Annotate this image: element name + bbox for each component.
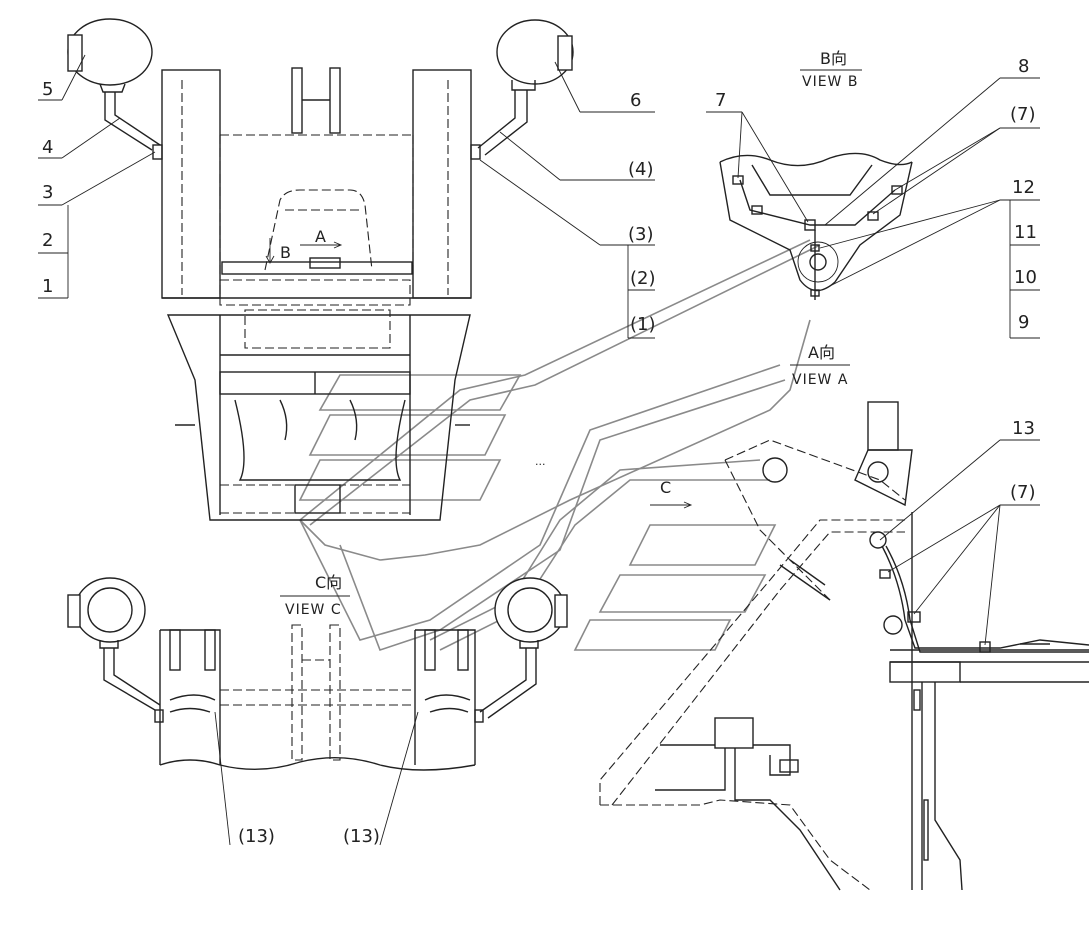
callout-2: 2 [42, 230, 53, 251]
callout-9: 9 [1018, 312, 1029, 333]
callout-7-paren-a: (7) [1010, 482, 1036, 503]
view-c-title-en: VIEW C [285, 602, 342, 618]
arrow-b-label: B [280, 243, 291, 262]
callout-6: 6 [630, 90, 641, 111]
callout-1-paren: (1) [630, 314, 656, 335]
left-callouts: 5 4 3 2 1 [38, 54, 156, 299]
right-callouts: 6 (4) (3) (2) (1) [479, 61, 656, 339]
callout-7-paren-b: (7) [1010, 104, 1036, 125]
view-b-title-en: VIEW B [802, 74, 858, 90]
callout-13-paren-left: (13) [238, 826, 275, 847]
view-b-callouts: 7 8 (7) 12 11 10 9 [706, 56, 1040, 339]
callout-3-paren: (3) [628, 224, 654, 245]
view-b-title-cn: B向 [820, 49, 847, 68]
arrow-a-label: A [315, 227, 326, 246]
right-work-lamp [470, 19, 574, 160]
view-b-detail [719, 152, 913, 300]
arrow-c-label: C [660, 478, 671, 497]
left-work-lamp [67, 18, 163, 160]
callout-13: 13 [1012, 418, 1035, 439]
view-c-title-cn: C向 [315, 573, 342, 592]
view-a-title-en: VIEW A [792, 372, 848, 388]
callout-10: 10 [1014, 267, 1037, 288]
gray-connection-bands [298, 239, 821, 652]
callout-8: 8 [1018, 56, 1029, 77]
callout-5: 5 [42, 79, 53, 100]
callout-13-paren-right: (13) [343, 826, 380, 847]
top-view-frame [161, 67, 472, 521]
callout-7: 7 [715, 90, 726, 111]
callout-2-paren: (2) [630, 268, 656, 289]
view-a-callouts: 13 (7) [879, 418, 1040, 646]
callout-4: 4 [42, 137, 53, 158]
callout-11: 11 [1014, 222, 1037, 243]
callout-1: 1 [42, 276, 53, 297]
callout-12: 12 [1012, 177, 1035, 198]
view-a-title-cn: A向 [808, 343, 835, 362]
view-c-detail [67, 577, 568, 846]
callout-3: 3 [42, 182, 53, 203]
view-a-detail: C ··· [535, 401, 1089, 891]
callout-4-paren: (4) [628, 159, 654, 180]
center-mark: ··· [535, 458, 546, 471]
